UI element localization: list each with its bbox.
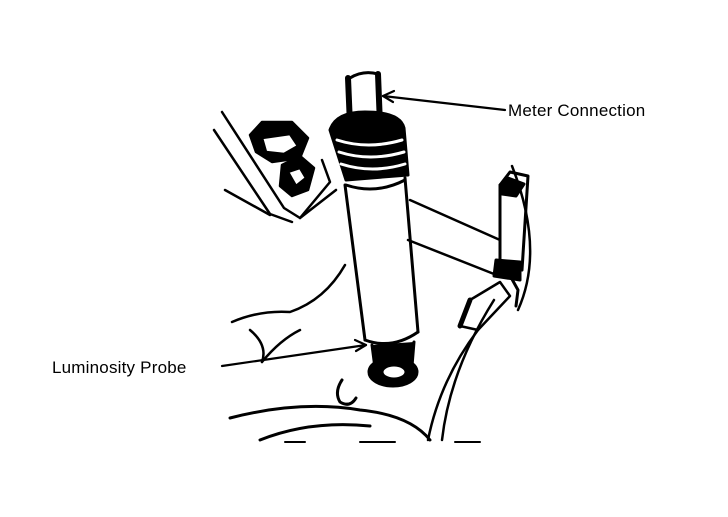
right-bracket <box>406 164 532 442</box>
lower-casting <box>230 263 347 364</box>
luminosity-probe-arrowhead <box>353 338 368 353</box>
meter-connection-leader <box>381 94 507 112</box>
luminosity-probe-leader <box>220 343 368 368</box>
left-bracket <box>212 110 338 224</box>
meter-connection-label: Meter Connection <box>508 101 646 120</box>
left-nut <box>248 120 316 198</box>
meter-connection-arrowhead <box>381 89 396 104</box>
base-fitting <box>228 356 432 442</box>
leader-lines <box>220 89 507 368</box>
luminosity-probe-label: Luminosity Probe <box>52 358 187 377</box>
probe-body <box>328 71 420 373</box>
